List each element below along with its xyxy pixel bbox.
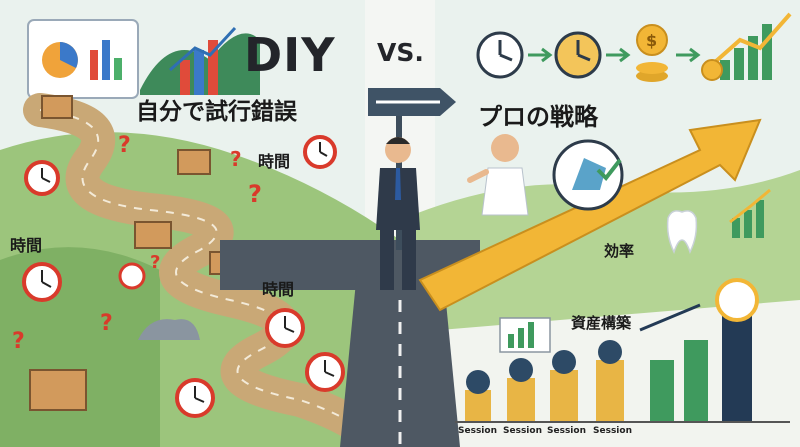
growth-chart-icon — [701, 12, 792, 81]
session-label: Session — [593, 426, 632, 436]
growth-arrow — [418, 118, 762, 312]
question-mark-icon: ? — [12, 329, 25, 354]
clock-icon — [24, 160, 60, 196]
coin-stack-icon — [596, 340, 624, 422]
tooth-icon — [666, 210, 698, 254]
vs-label: VS. — [377, 38, 424, 67]
clock-icon — [305, 352, 345, 392]
arrow-right-icon — [676, 47, 701, 63]
arrow-right-icon — [528, 47, 553, 63]
growth-bars — [639, 278, 759, 422]
diy-subtitle: 自分で試行錯誤 — [136, 99, 297, 125]
dental-chair-icon — [552, 139, 624, 211]
cardboard-box-icon — [29, 369, 87, 411]
dashboard-icon — [27, 19, 139, 99]
session-label: Session — [547, 426, 586, 436]
coin-stack-icon — [550, 350, 578, 422]
winding-dirt-road — [23, 93, 397, 447]
pro-strategy-title: プロの戦略 — [478, 103, 598, 131]
clock-icon — [303, 135, 337, 169]
question-mark-icon: ? — [150, 252, 160, 273]
clock-icon — [118, 262, 146, 290]
coin-stack-icon — [465, 370, 491, 422]
time-label: 時間 — [262, 280, 295, 299]
question-mark-icon: ? — [118, 133, 131, 158]
question-mark-icon: ? — [100, 311, 113, 336]
businessman-figure — [376, 137, 420, 290]
time-label: 時間 — [258, 152, 291, 171]
svg-text:$: $ — [646, 31, 657, 50]
small-chart-icon — [499, 317, 551, 353]
efficiency-label: 効率 — [604, 242, 635, 260]
asset-building-label: 資産構築 — [571, 314, 632, 332]
session-label: Session — [503, 426, 542, 436]
coin-stack-icon — [507, 358, 535, 422]
clock-icon — [265, 308, 305, 348]
question-mark-icon: ? — [230, 147, 242, 171]
cardboard-box-icon — [177, 149, 211, 175]
session-label: Session — [458, 426, 497, 436]
cardboard-box-icon — [134, 221, 172, 249]
clock-icon — [476, 31, 524, 79]
diy-title: DIY — [244, 28, 336, 82]
question-mark-icon: ? — [248, 180, 262, 208]
clock-icon — [175, 378, 215, 418]
mini-bar-chart-icon — [729, 188, 771, 238]
clock-icon — [22, 262, 62, 302]
clock-icon — [554, 31, 602, 79]
growth-chart-icon — [140, 26, 260, 95]
coin-stack-icon: $ — [636, 24, 668, 82]
dentist-figure — [467, 134, 529, 216]
cardboard-box-icon — [41, 95, 73, 119]
rock — [138, 319, 200, 340]
arrow-right-icon — [606, 47, 631, 63]
time-label: 時間 — [10, 236, 43, 255]
